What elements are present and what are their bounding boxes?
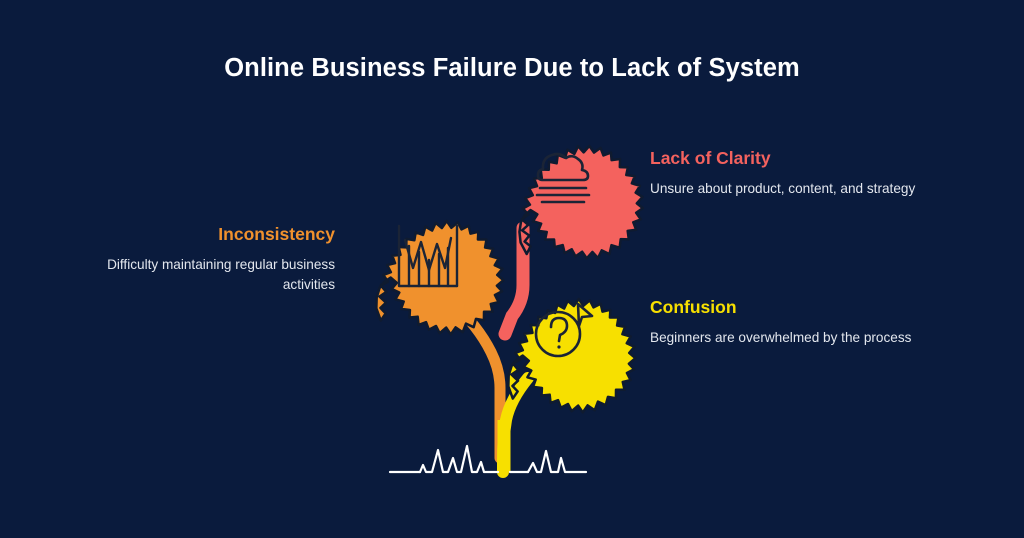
page-title: Online Business Failure Due to Lack of S… <box>224 54 800 82</box>
callout-confusion-body: Beginners are overwhelmed by the process <box>650 330 912 345</box>
callout-lack-of-clarity: Lack of Clarity Unsure about product, co… <box>650 148 950 199</box>
callout-confusion: Confusion Beginners are overwhelmed by t… <box>650 297 960 348</box>
callout-inconsistency-body: Difficulty maintaining regular business … <box>107 257 335 292</box>
ground-grass <box>388 444 588 474</box>
question-cursor-icon <box>534 302 594 358</box>
growing-plant-illustration <box>354 120 664 495</box>
callout-inconsistency: Inconsistency Difficulty maintaining reg… <box>60 224 335 294</box>
callout-confusion-heading: Confusion <box>650 297 737 317</box>
callout-lack-of-clarity-body: Unsure about product, content, and strat… <box>650 181 916 196</box>
callout-inconsistency-heading: Inconsistency <box>218 224 335 244</box>
red-leaf <box>491 126 663 290</box>
callout-lack-of-clarity-heading: Lack of Clarity <box>650 148 771 168</box>
yellow-leaf <box>486 283 652 437</box>
orange-leaf <box>354 205 520 359</box>
cloud-fog-icon <box>535 152 591 204</box>
bar-chart-icon <box>397 224 459 288</box>
